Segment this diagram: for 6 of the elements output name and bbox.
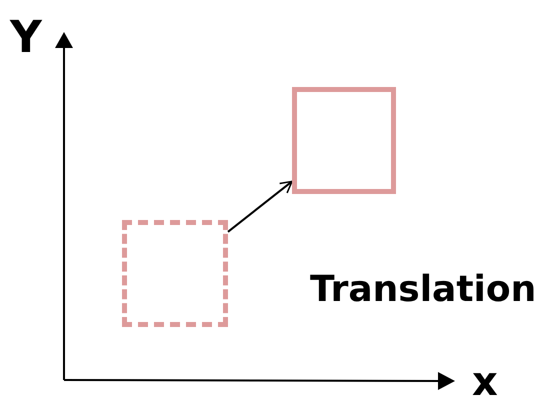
axis-label: Y bbox=[10, 16, 42, 60]
axis-label: x bbox=[472, 362, 498, 401]
caption-text: Translation bbox=[310, 272, 536, 308]
square bbox=[292, 87, 396, 194]
dashed-square bbox=[122, 220, 228, 327]
arrow bbox=[227, 180, 293, 233]
